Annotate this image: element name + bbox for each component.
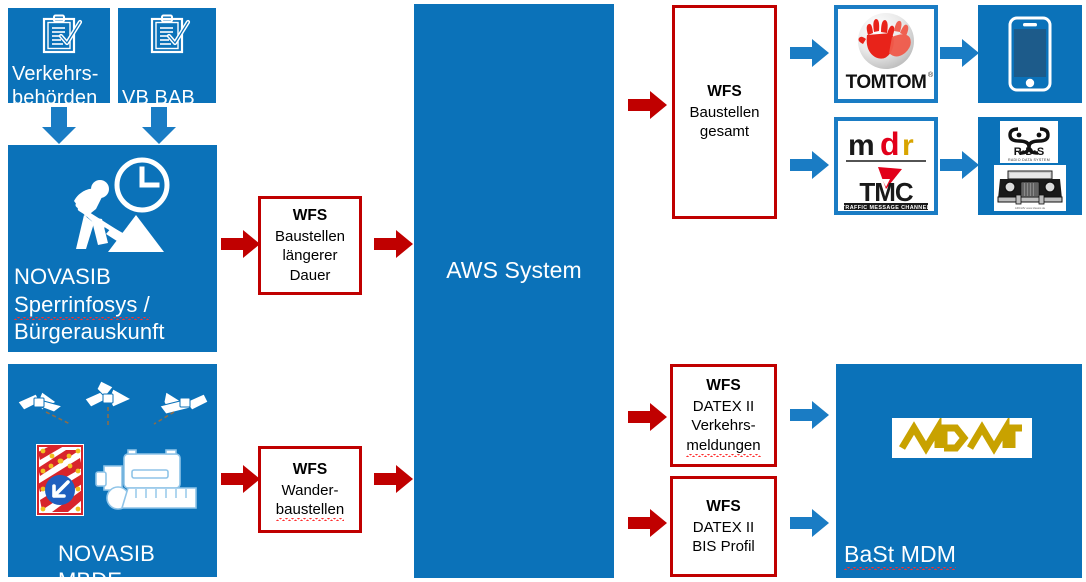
arrow-wfs-gesamt-to-mdrtmc [790,150,830,180]
system-label-bast-mdm: BaSt MDM [844,541,956,571]
source-label-line1: VB BAB [122,87,195,109]
rds-logo: R·D·S RADIO DATA SYSTEM [1000,121,1058,163]
classic-car-icon: ARCHIV www.classic.de [994,165,1066,211]
arrow-wfs-gesamt-to-tomtom [790,38,830,68]
arrow-aws-to-wfs-verkehrsmeldungen [628,402,668,432]
svg-text:r: r [902,129,914,162]
wfs-line: Baustellen [689,104,760,122]
smartphone-icon [1008,16,1052,92]
wfs-line: Verkehrs- [691,417,756,435]
roadworks-clock-icon [50,157,175,257]
wfs-line: Baustellen [274,228,346,246]
novasib-line2: Sperrinfosys / [14,291,150,320]
system-box-aws[interactable]: AWS System [414,4,614,578]
system-box-novasib-mbde[interactable]: NOVASIB MBDE [8,364,217,582]
arrow-aws-to-wfs-gesamt [628,90,668,120]
wfs-line: Dauer [289,266,331,284]
svg-text:®: ® [928,71,934,79]
svg-text:R·D·S: R·D·S [1014,146,1045,158]
satellite-icon [81,377,139,425]
source-label-vb-bab: VB BAB [122,86,218,110]
wfs-title: WFS [707,83,742,101]
arrow-tomtom-to-smartphone [940,38,980,68]
svg-text:TRAFFIC MESSAGE CHANNEL: TRAFFIC MESSAGE CHANNEL [842,205,931,211]
consumer-box-tomtom[interactable]: TOMTOM ® [834,5,938,103]
source-label-line1: Verkehrs- [12,63,99,85]
arrow-wfs-wander-to-aws [374,464,414,494]
wfs-line: meldungen [686,436,761,457]
wfs-title: WFS [292,460,328,478]
source-label-line2: behörden [12,87,98,110]
wfs-box-baustellen-gesamt[interactable]: WFS Baustellen gesamt [672,5,777,219]
system-box-bast-mdm[interactable]: BaSt MDM [836,364,1082,578]
wfs-box-wanderbaustellen[interactable]: WFS Wander- baustellen [258,446,362,533]
arrow-vbbab-to-novasib [138,107,180,145]
system-label-novasib-mbde: NOVASIB MBDE [58,541,155,582]
svg-text:d: d [880,126,900,162]
system-label-aws: AWS System [446,257,582,283]
arrow-mdrtmc-to-rds [940,150,980,180]
satellite-icon [16,388,74,428]
source-box-vb-bab[interactable]: VB BAB [118,8,216,109]
mdm-logo [892,415,1032,458]
source-box-verkehrsbehoerden[interactable]: Verkehrs- behörden [8,8,110,109]
roadworks-sign-icon [36,444,84,516]
wfs-line: längerer [282,247,338,265]
wfs-line: Wander- [281,481,339,499]
system-label-novasib-sperrinfosys: NOVASIB Sperrinfosys / Bürgerauskunft [14,263,219,346]
consumer-box-mdr-tmc[interactable]: m d r TMC TRAFFIC MESSAGE CHANNEL [834,117,938,215]
svg-text:ARCHIV www.classic.de: ARCHIV www.classic.de [1015,206,1046,210]
mdr-tmc-logo: m d r TMC TRAFFIC MESSAGE CHANNEL [838,121,934,211]
source-label-verkehrsbehoerden: Verkehrs- behörden [12,62,112,111]
svg-text:RADIO DATA SYSTEM: RADIO DATA SYSTEM [1008,158,1050,162]
wfs-box-datex-ii-bis-profil[interactable]: WFS DATEX II BIS Profil [670,476,777,577]
tomtom-logo: TOMTOM ® [838,9,934,99]
wfs-box-baustellen-laengerer-dauer[interactable]: WFS Baustellen längerer Dauer [258,196,362,295]
svg-text:TOMTOM: TOMTOM [846,72,927,93]
consumer-box-smartphone[interactable] [978,5,1082,103]
system-box-novasib-sperrinfosys[interactable]: NOVASIB Sperrinfosys / Bürgerauskunft [8,145,217,352]
clipboard-check-icon [145,14,191,54]
arrow-mbde-to-wfs-wander [221,464,261,494]
arrow-novasib-to-wfs-laengerer [221,229,261,259]
arrow-verkehrsbehoerden-to-novasib [38,107,80,145]
snowplow-truck-icon [92,446,202,516]
wfs-title: WFS [292,207,328,225]
novasib-line3: Bürgerauskunft [14,319,165,344]
wfs-line: DATEX II [692,518,755,536]
wfs-line: DATEX II [692,398,755,416]
svg-text:TMC: TMC [859,177,914,207]
wfs-box-datex-ii-verkehrsmeldungen[interactable]: WFS DATEX II Verkehrs- meldungen [670,364,777,467]
arrow-aws-to-wfs-bisprofil [628,508,668,538]
clipboard-check-icon [37,14,83,54]
arrow-wfs-verkehrsmeldungen-to-mdm [790,400,830,430]
arrow-wfs-laengerer-to-aws [374,229,414,259]
svg-text:m: m [848,129,875,162]
wfs-line: baustellen [275,500,345,522]
arrow-wfs-bisprofil-to-mdm [790,508,830,538]
novasib-line1: NOVASIB [14,264,111,289]
satellite-icon [152,388,210,428]
wfs-line: gesamt [699,123,750,141]
wfs-title: WFS [706,497,741,515]
consumer-box-rds-radio[interactable]: R·D·S RADIO DATA SYSTEM [978,117,1082,215]
wfs-title: WFS [706,377,741,395]
wfs-line: BIS Profil [692,537,755,555]
